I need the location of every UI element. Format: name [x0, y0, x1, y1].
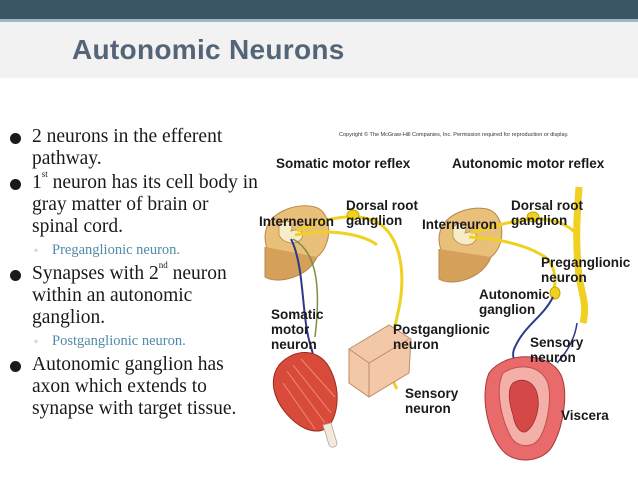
label-dorsal-root-right-1: Dorsal root	[511, 198, 584, 213]
bullet-prefix: 1	[32, 172, 42, 193]
sub-bullet-text: Postganglionic neuron.	[52, 333, 186, 349]
autonomic-ganglion	[549, 286, 561, 300]
bullet-dot-icon	[10, 270, 21, 281]
bullet-text: Autonomic ganglion has axon which extend…	[32, 354, 237, 419]
sub-bullet-item: ◦ Postganglionic neuron.	[8, 331, 258, 351]
skeletal-muscle	[272, 352, 338, 448]
bullet-text: neuron within an autonomic ganglion.	[32, 263, 227, 328]
label-sensory-left-1: Sensory	[405, 386, 459, 401]
interneuron-path-left	[292, 238, 319, 338]
bullet-dot-icon	[10, 361, 21, 372]
bullet-item: Synapses with 2nd neuron within an auton…	[8, 260, 258, 329]
right-heading: Autonomic motor reflex	[452, 156, 605, 171]
label-somatic-motor-1: Somatic	[271, 307, 324, 322]
label-preganglionic-2: neuron	[541, 270, 587, 285]
slide-title: Autonomic Neurons	[72, 34, 345, 65]
dorsal-root-ganglion-left	[346, 209, 360, 221]
dorsal-root-ganglion-right	[526, 211, 540, 223]
sub-bullet-text: Preganglionic neuron.	[52, 242, 181, 258]
bullet-dot-icon	[10, 179, 21, 190]
afferent-branch-left	[294, 230, 378, 247]
bullet-dot-icon	[10, 133, 21, 144]
label-sensory-left-2: neuron	[405, 401, 451, 416]
label-dorsal-root-left-1: Dorsal root	[346, 198, 419, 213]
bullet-list: 2 neurons in the efferent pathway. 1st n…	[8, 126, 258, 422]
label-preganglionic-1: Preganglionic	[541, 255, 631, 270]
label-somatic-motor-2: motor	[271, 322, 310, 337]
left-heading: Somatic motor reflex	[276, 156, 411, 171]
sub-bullet-circle-icon: ◦	[34, 243, 39, 257]
label-dorsal-root-right-2: ganglion	[511, 213, 567, 228]
title-band	[0, 22, 638, 78]
label-sensory-right-1: Sensory	[530, 335, 584, 350]
label-somatic-motor-3: neuron	[271, 337, 317, 352]
sympathetic-trunk	[573, 186, 589, 324]
label-postganglionic-1: Postganglionic	[393, 322, 490, 337]
header-accent-stripe	[0, 19, 638, 23]
bullet-item: 2 neurons in the efferent pathway.	[8, 126, 258, 170]
ordinal-superscript: st	[41, 169, 48, 179]
ordinal-superscript: nd	[158, 260, 168, 270]
reflex-diagram: Copyright © The McGraw-Hill Companies, I…	[257, 127, 637, 467]
skin-patch	[348, 324, 412, 398]
sub-bullet-item: ◦ Preganglionic neuron.	[8, 240, 258, 260]
label-autonomic-ganglion-2: ganglion	[479, 302, 535, 317]
label-sensory-right-2: neuron	[530, 350, 576, 365]
reflex-diagram-svg: Copyright © The McGraw-Hill Companies, I…	[259, 131, 631, 461]
bullet-item: Autonomic ganglion has axon which extend…	[8, 354, 258, 420]
sensory-axon-right	[556, 322, 578, 364]
label-postganglionic-2: neuron	[393, 337, 439, 352]
label-autonomic-ganglion-1: Autonomic	[479, 287, 550, 302]
viscera-organ	[484, 356, 566, 461]
copyright-note: Copyright © The McGraw-Hill Companies, I…	[339, 131, 569, 138]
afferent-branch-right	[468, 235, 557, 298]
bullet-item: 1st neuron has its cell body in gray mat…	[8, 169, 258, 238]
top-header-bar	[0, 0, 638, 23]
label-viscera: Viscera	[561, 408, 609, 423]
label-interneuron-left: Interneuron	[259, 214, 334, 229]
label-dorsal-root-left-2: ganglion	[346, 213, 402, 228]
bullet-text: neuron has its cell body in gray matter …	[32, 172, 258, 237]
label-interneuron-right: Interneuron	[422, 217, 497, 232]
bullet-text: 2 neurons in the efferent pathway.	[32, 126, 223, 169]
sub-bullet-circle-icon: ◦	[34, 334, 39, 348]
bullet-prefix: Synapses with 2	[32, 263, 159, 284]
